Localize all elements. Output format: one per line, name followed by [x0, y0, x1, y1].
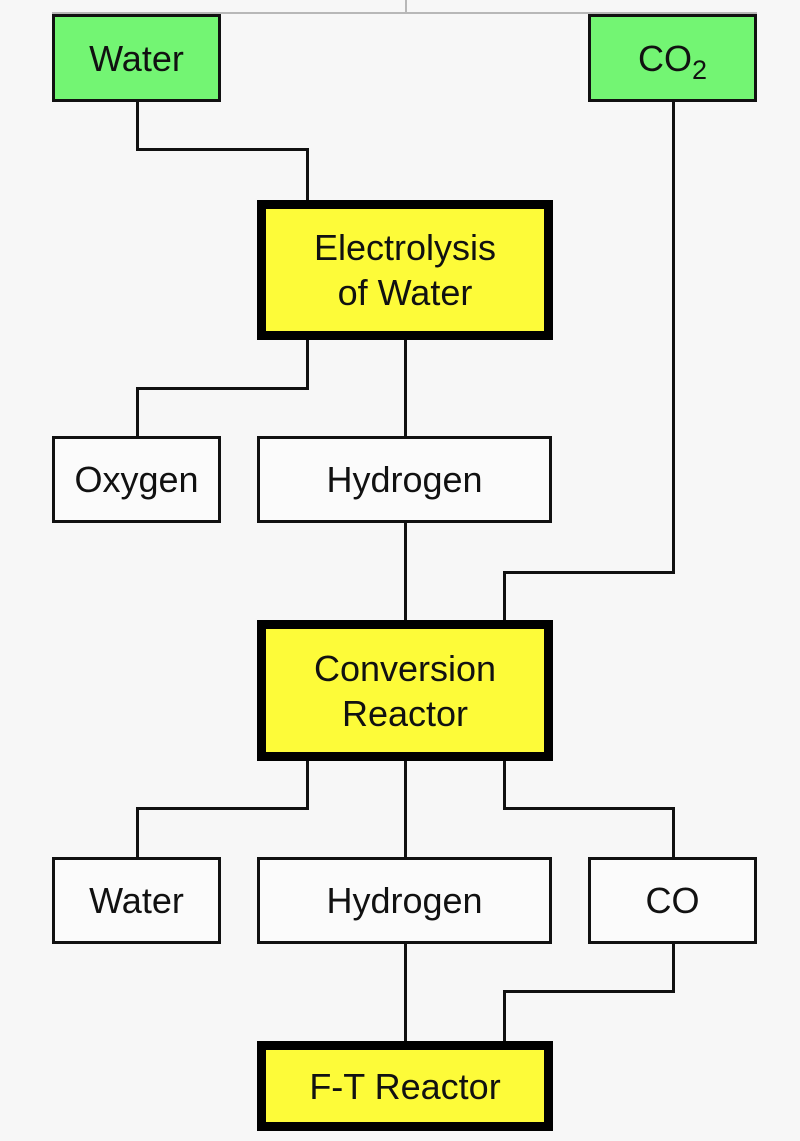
product-hydrogen-label-1: Hydrogen [326, 459, 483, 500]
top-border-line [52, 12, 757, 14]
product-hydrogen-label-2: Hydrogen [326, 880, 483, 921]
connector-conversion-to-co [503, 758, 506, 810]
product-co-box: CO [588, 857, 757, 944]
connector-co-to-ft [672, 942, 675, 993]
connector-co2-to-conversion [503, 571, 506, 623]
process-electrolysis-box: Electrolysis of Water [257, 200, 553, 340]
connector-electrolysis-to-hydrogen [404, 338, 407, 437]
process-conversion-box: Conversion Reactor [257, 620, 553, 761]
connector-conversion-to-water [136, 807, 139, 858]
product-hydrogen-box-2: Hydrogen [257, 857, 552, 944]
connector-water-to-electrolysis [306, 148, 309, 202]
connector-conversion-to-water [306, 758, 309, 810]
connector-electrolysis-to-oxygen [306, 338, 309, 390]
process-ft-reactor-label: F-T Reactor [309, 1065, 501, 1107]
connector-hydrogen-to-conversion [404, 521, 407, 623]
connector-water-to-electrolysis [136, 148, 309, 151]
connector-conversion-to-hydrogen [404, 758, 407, 858]
product-hydrogen-box-1: Hydrogen [257, 436, 552, 523]
connector-water-to-electrolysis [136, 100, 139, 151]
input-water-box: Water [52, 14, 221, 102]
connector-hydrogen-to-ft [404, 942, 407, 1044]
connector-conversion-to-co [672, 807, 675, 858]
product-oxygen-box: Oxygen [52, 436, 221, 523]
conversion-line-1: Conversion [313, 647, 497, 689]
connector-co2-to-conversion [672, 100, 675, 574]
co2-subscript: 2 [691, 54, 708, 85]
process-ft-reactor-box: F-T Reactor [257, 1041, 553, 1131]
product-water-box: Water [52, 857, 221, 944]
input-co2-label: CO2 [637, 36, 707, 84]
input-water-label: Water [89, 37, 184, 79]
connector-conversion-to-co [503, 807, 675, 810]
top-border-tick [405, 0, 407, 12]
connector-electrolysis-to-oxygen [136, 387, 309, 390]
connector-co-to-ft [503, 990, 506, 1044]
electrolysis-line-2: of Water [337, 272, 473, 313]
product-oxygen-label: Oxygen [74, 459, 199, 500]
process-conversion-label: Conversion Reactor [314, 646, 496, 736]
co2-main-text: CO [637, 37, 692, 79]
connector-co2-to-conversion [503, 571, 675, 574]
process-electrolysis-label: Electrolysis of Water [314, 225, 496, 315]
product-co-label: CO [645, 880, 700, 921]
conversion-line-2: Reactor [341, 692, 469, 734]
product-water-label: Water [89, 880, 184, 921]
connector-conversion-to-water [136, 807, 309, 810]
electrolysis-line-1: Electrolysis [313, 227, 497, 268]
connector-co-to-ft [503, 990, 675, 993]
connector-electrolysis-to-oxygen [136, 387, 139, 437]
input-co2-box: CO2 [588, 14, 757, 102]
